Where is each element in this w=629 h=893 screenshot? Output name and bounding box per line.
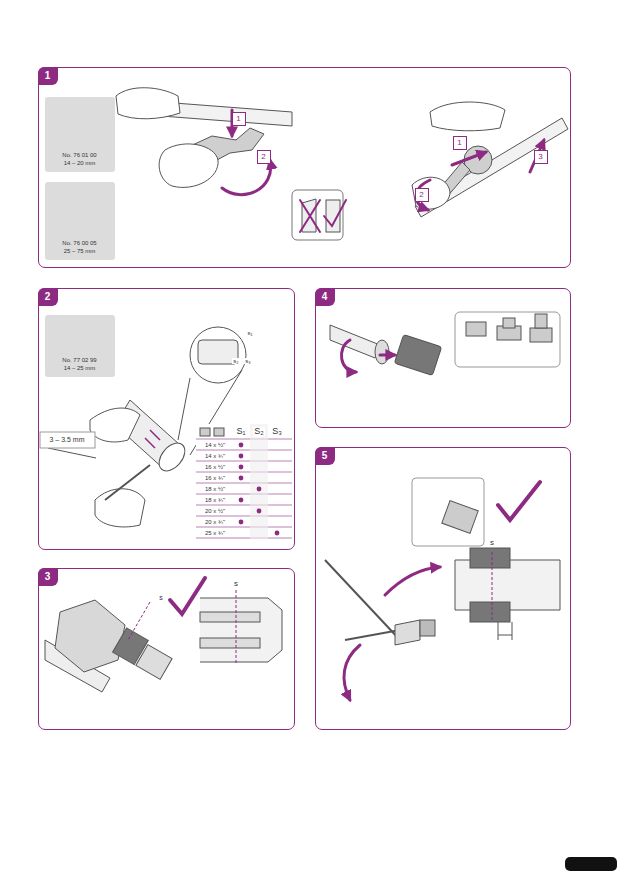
callout-number: 2 [261,152,265,161]
table-cell: 18 x ½" [204,486,226,493]
step-number: 4 [315,288,335,306]
callout-box: 2 [257,150,271,164]
dimension-label: 3 – 3.5 mm [48,436,85,444]
part-label: s₁ [246,330,253,337]
table-header: S₃ [271,427,283,437]
step-panel: 4 [315,288,571,428]
table-cell: 20 x ½" [204,508,226,515]
step-number: 1 [38,67,58,85]
table-cell: 25 x ¾" [204,530,226,537]
callout-number: 1 [236,114,240,123]
step-panel: 5 [315,447,571,730]
step-panel: 1No. 76 01 0014 – 20 mmNo. 76 00 0525 – … [38,67,571,268]
part-label: s₂ [232,358,239,365]
callout-number: 3 [538,152,542,161]
part-label: s [233,580,239,589]
callout-box: 3 [534,150,548,164]
tool-box: No. 76 00 0525 – 75 mm [45,182,115,260]
tool-text: No. 76 01 00 [62,151,96,159]
callout-number: 2 [419,190,423,199]
table-cell: 16 x ½" [204,464,226,471]
tool-box: No. 76 01 0014 – 20 mm [45,97,115,172]
callout-box: 1 [232,112,246,126]
table-cell: 20 x ¾" [204,519,226,526]
step-number: 5 [315,447,335,465]
table-cell: 18 x ¾" [204,497,226,504]
table-cell: 16 x ¾" [204,475,226,482]
tool-text: 25 – 75 mm [64,247,96,255]
tool-text: No. 76 00 05 [62,239,96,247]
callout-number: 1 [457,138,461,147]
tool-box: No. 77 02 9914 – 25 mm [45,315,115,377]
table-cell: 14 x ¾" [204,453,226,460]
tool-text: 14 – 20 mm [64,159,96,167]
part-label: s [489,539,495,548]
table-header: S₂ [253,427,265,437]
tool-text: No. 77 02 99 [62,356,96,364]
table-cell: 14 x ½" [204,442,226,449]
step-number: 3 [38,568,58,586]
part-label: s [158,594,164,602]
table-header: S₁ [235,427,246,437]
step-number: 2 [38,288,58,306]
callout-box: 1 [453,136,467,150]
callout-box: 2 [415,188,429,202]
tool-text: 14 – 25 mm [64,364,96,372]
part-label: s₃ [244,358,251,365]
step-panel: 2No. 77 02 9914 – 25 mm [38,288,295,550]
step-panel: 3 [38,568,295,730]
